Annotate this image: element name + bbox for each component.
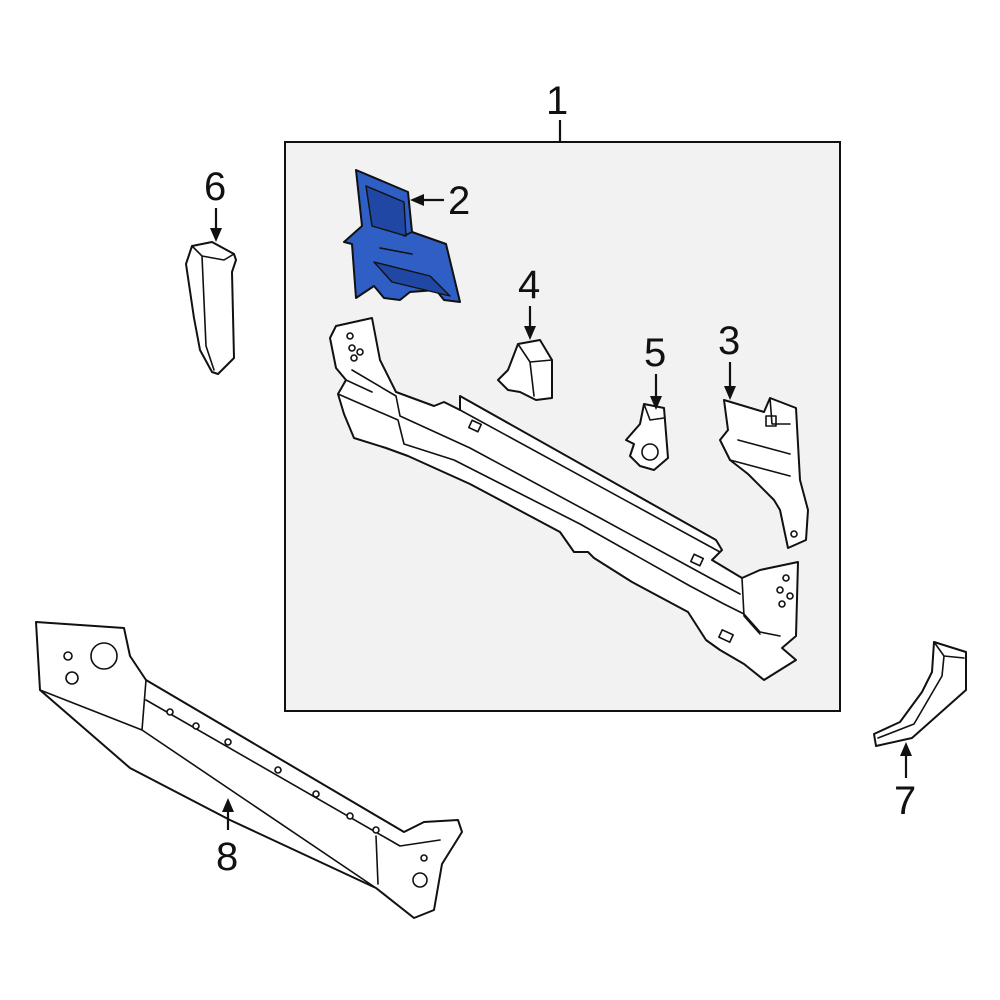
callout-1: 1 — [546, 79, 568, 123]
arrowhead-2 — [410, 194, 424, 206]
part-6[interactable] — [185, 241, 237, 375]
callout-6: 6 — [204, 165, 226, 209]
arrowhead-4 — [524, 326, 536, 340]
part-5[interactable] — [625, 403, 669, 471]
part-3[interactable] — [719, 397, 809, 549]
callout-2: 2 — [448, 179, 470, 223]
callout-3: 3 — [718, 319, 740, 363]
part-7[interactable] — [873, 641, 967, 747]
arrowhead-5 — [650, 396, 662, 410]
arrowhead-8 — [222, 798, 234, 812]
part-1-crossmember[interactable] — [329, 317, 799, 681]
callout-8: 8 — [216, 835, 238, 879]
part-4[interactable] — [497, 339, 553, 401]
callout-7: 7 — [894, 779, 916, 823]
callout-5: 5 — [644, 331, 666, 375]
part-2-highlighted[interactable] — [343, 169, 461, 303]
part-8[interactable] — [35, 621, 463, 919]
arrowhead-6 — [210, 228, 222, 242]
arrowhead-7 — [900, 742, 912, 756]
arrowhead-3 — [724, 386, 736, 400]
callout-4: 4 — [518, 263, 540, 307]
